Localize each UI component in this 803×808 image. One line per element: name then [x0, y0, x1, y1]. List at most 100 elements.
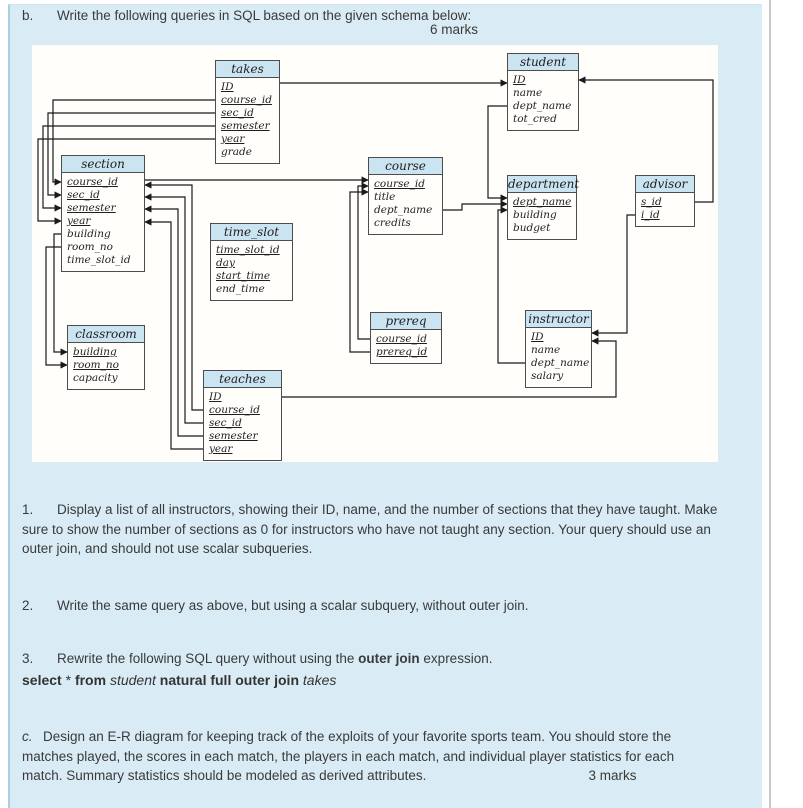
table-title-course: course — [369, 158, 442, 175]
fk-arrow-teaches.semester-to-section.semester — [144, 205, 203, 437]
text-segment: natural full outer join — [159, 672, 300, 688]
table-title-instructor: instructor — [526, 311, 591, 328]
question-2: 2.Write the same query as above, but usi… — [22, 596, 728, 616]
table-title-classroom: classroom — [68, 326, 144, 343]
attr-prereq-course_id: course_id — [376, 333, 427, 345]
table-title-teaches: teaches — [204, 371, 281, 388]
fk-arrow-teaches.course_id-to-section.course_id — [144, 181, 203, 411]
question-3-number: 3. — [22, 651, 34, 666]
text-segment: outer join — [358, 651, 420, 666]
attr-classroom-room_no: room_no — [73, 359, 119, 371]
question-1-text: Display a list of all instructors, showi… — [22, 502, 718, 556]
fk-arrow-advisor.s_id-to-student.ID — [578, 76, 714, 203]
attr-department-dept_name: dept_name — [513, 196, 572, 208]
attr-takes-semester: semester — [221, 120, 270, 132]
text-segment: Rewrite the following SQL query without … — [57, 651, 359, 666]
question-b-label: b. — [22, 8, 34, 23]
question-1: 1.Display a list of all instructors, sho… — [22, 500, 728, 559]
attr-takes-ID: ID — [221, 81, 234, 93]
question-3: 3. Rewrite the following SQL query withou… — [22, 649, 728, 669]
fk-arrow-teaches.year-to-section.year — [144, 218, 203, 450]
attr-section-year: year — [67, 215, 91, 227]
attr-instructor-dept_name: dept_name — [531, 357, 590, 369]
attr-section-room_no: room_no — [67, 241, 113, 253]
fk-arrow-takes.year-to-section.year — [37, 138, 215, 225]
fk-arrow-course.dept_name-to-department.dept_name — [443, 200, 508, 211]
attr-takes-year: year — [221, 133, 245, 145]
attr-course-title: title — [374, 191, 396, 203]
fk-arrow-takes.course_id-to-section.course_id — [52, 99, 215, 186]
attr-instructor-name: name — [531, 344, 561, 356]
attr-teaches-semester: semester — [209, 430, 258, 442]
attr-classroom-building: building — [73, 346, 117, 358]
fk-arrow-teaches.sec_id-to-section.sec_id — [144, 193, 203, 424]
attr-classroom-capacity: capacity — [73, 372, 118, 384]
attr-time_slot-day: day — [216, 257, 235, 269]
question-1-number: 1. — [22, 502, 34, 517]
fk-arrow-takes.semester-to-section.semester — [42, 125, 215, 212]
sql-query-line: select * from student natural full outer… — [22, 672, 728, 688]
attr-takes-course_id: course_id — [221, 94, 272, 106]
page-rule — [769, 0, 771, 808]
attr-section-building: building — [67, 228, 111, 240]
fk-arrow-student.dept_name-to-department.dept_name — [487, 105, 508, 202]
attr-teaches-course_id: course_id — [209, 404, 260, 416]
fk-arrow-prereq.prereq_id-to-course.course_id — [349, 188, 370, 353]
fk-arrow-takes.sec_id-to-section.sec_id — [47, 112, 215, 199]
fk-arrow-section.building-to-classroom.building — [53, 233, 68, 356]
attr-time_slot-start_time: start_time — [216, 270, 271, 282]
question-b-text: Write the following queries in SQL based… — [57, 8, 472, 23]
marks-badge-b: 6 marks — [430, 22, 479, 37]
fk-arrow-prereq.course_id-to-course.course_id — [357, 182, 370, 340]
attr-department-building: building — [513, 209, 557, 221]
attr-department-budget: budget — [513, 222, 551, 234]
attr-instructor-ID: ID — [531, 331, 544, 343]
attr-advisor-i_id: i_id — [641, 209, 660, 221]
attr-course-course_id: course_id — [374, 178, 425, 190]
text-segment: student — [109, 672, 156, 688]
question-b-header: b. Write the following queries in SQL bas… — [22, 6, 732, 25]
attr-section-course_id: course_id — [67, 176, 118, 188]
attr-time_slot-time_slot_id: time_slot_id — [216, 244, 280, 256]
question-c: c.Design an E-R diagram for keeping trac… — [22, 727, 714, 786]
fk-arrow-teaches.ID-to-instructor.ID — [282, 337, 617, 398]
table-title-student: student — [508, 54, 578, 71]
connection-lines — [37, 76, 714, 450]
text-segment: from — [74, 672, 107, 688]
fk-arrow-advisor.i_id-to-instructor.ID — [591, 214, 635, 337]
attr-teaches-sec_id: sec_id — [209, 417, 242, 429]
attr-teaches-ID: ID — [209, 391, 222, 403]
attr-advisor-s_id: s_id — [641, 196, 662, 208]
text-segment: * — [61, 672, 75, 688]
question-c-label: c. — [22, 729, 33, 744]
attr-section-time_slot_id: time_slot_id — [67, 254, 131, 266]
attr-section-sec_id: sec_id — [67, 189, 100, 201]
attr-student-dept_name: dept_name — [513, 100, 572, 112]
attr-teaches-year: year — [209, 443, 233, 455]
attr-student-name: name — [513, 87, 543, 99]
attr-student-tot_cred: tot_cred — [513, 113, 557, 125]
attr-course-credits: credits — [374, 217, 411, 229]
question-2-text: Write the same query as above, but using… — [57, 598, 529, 613]
marks-badge-c: 3 marks — [588, 768, 637, 783]
